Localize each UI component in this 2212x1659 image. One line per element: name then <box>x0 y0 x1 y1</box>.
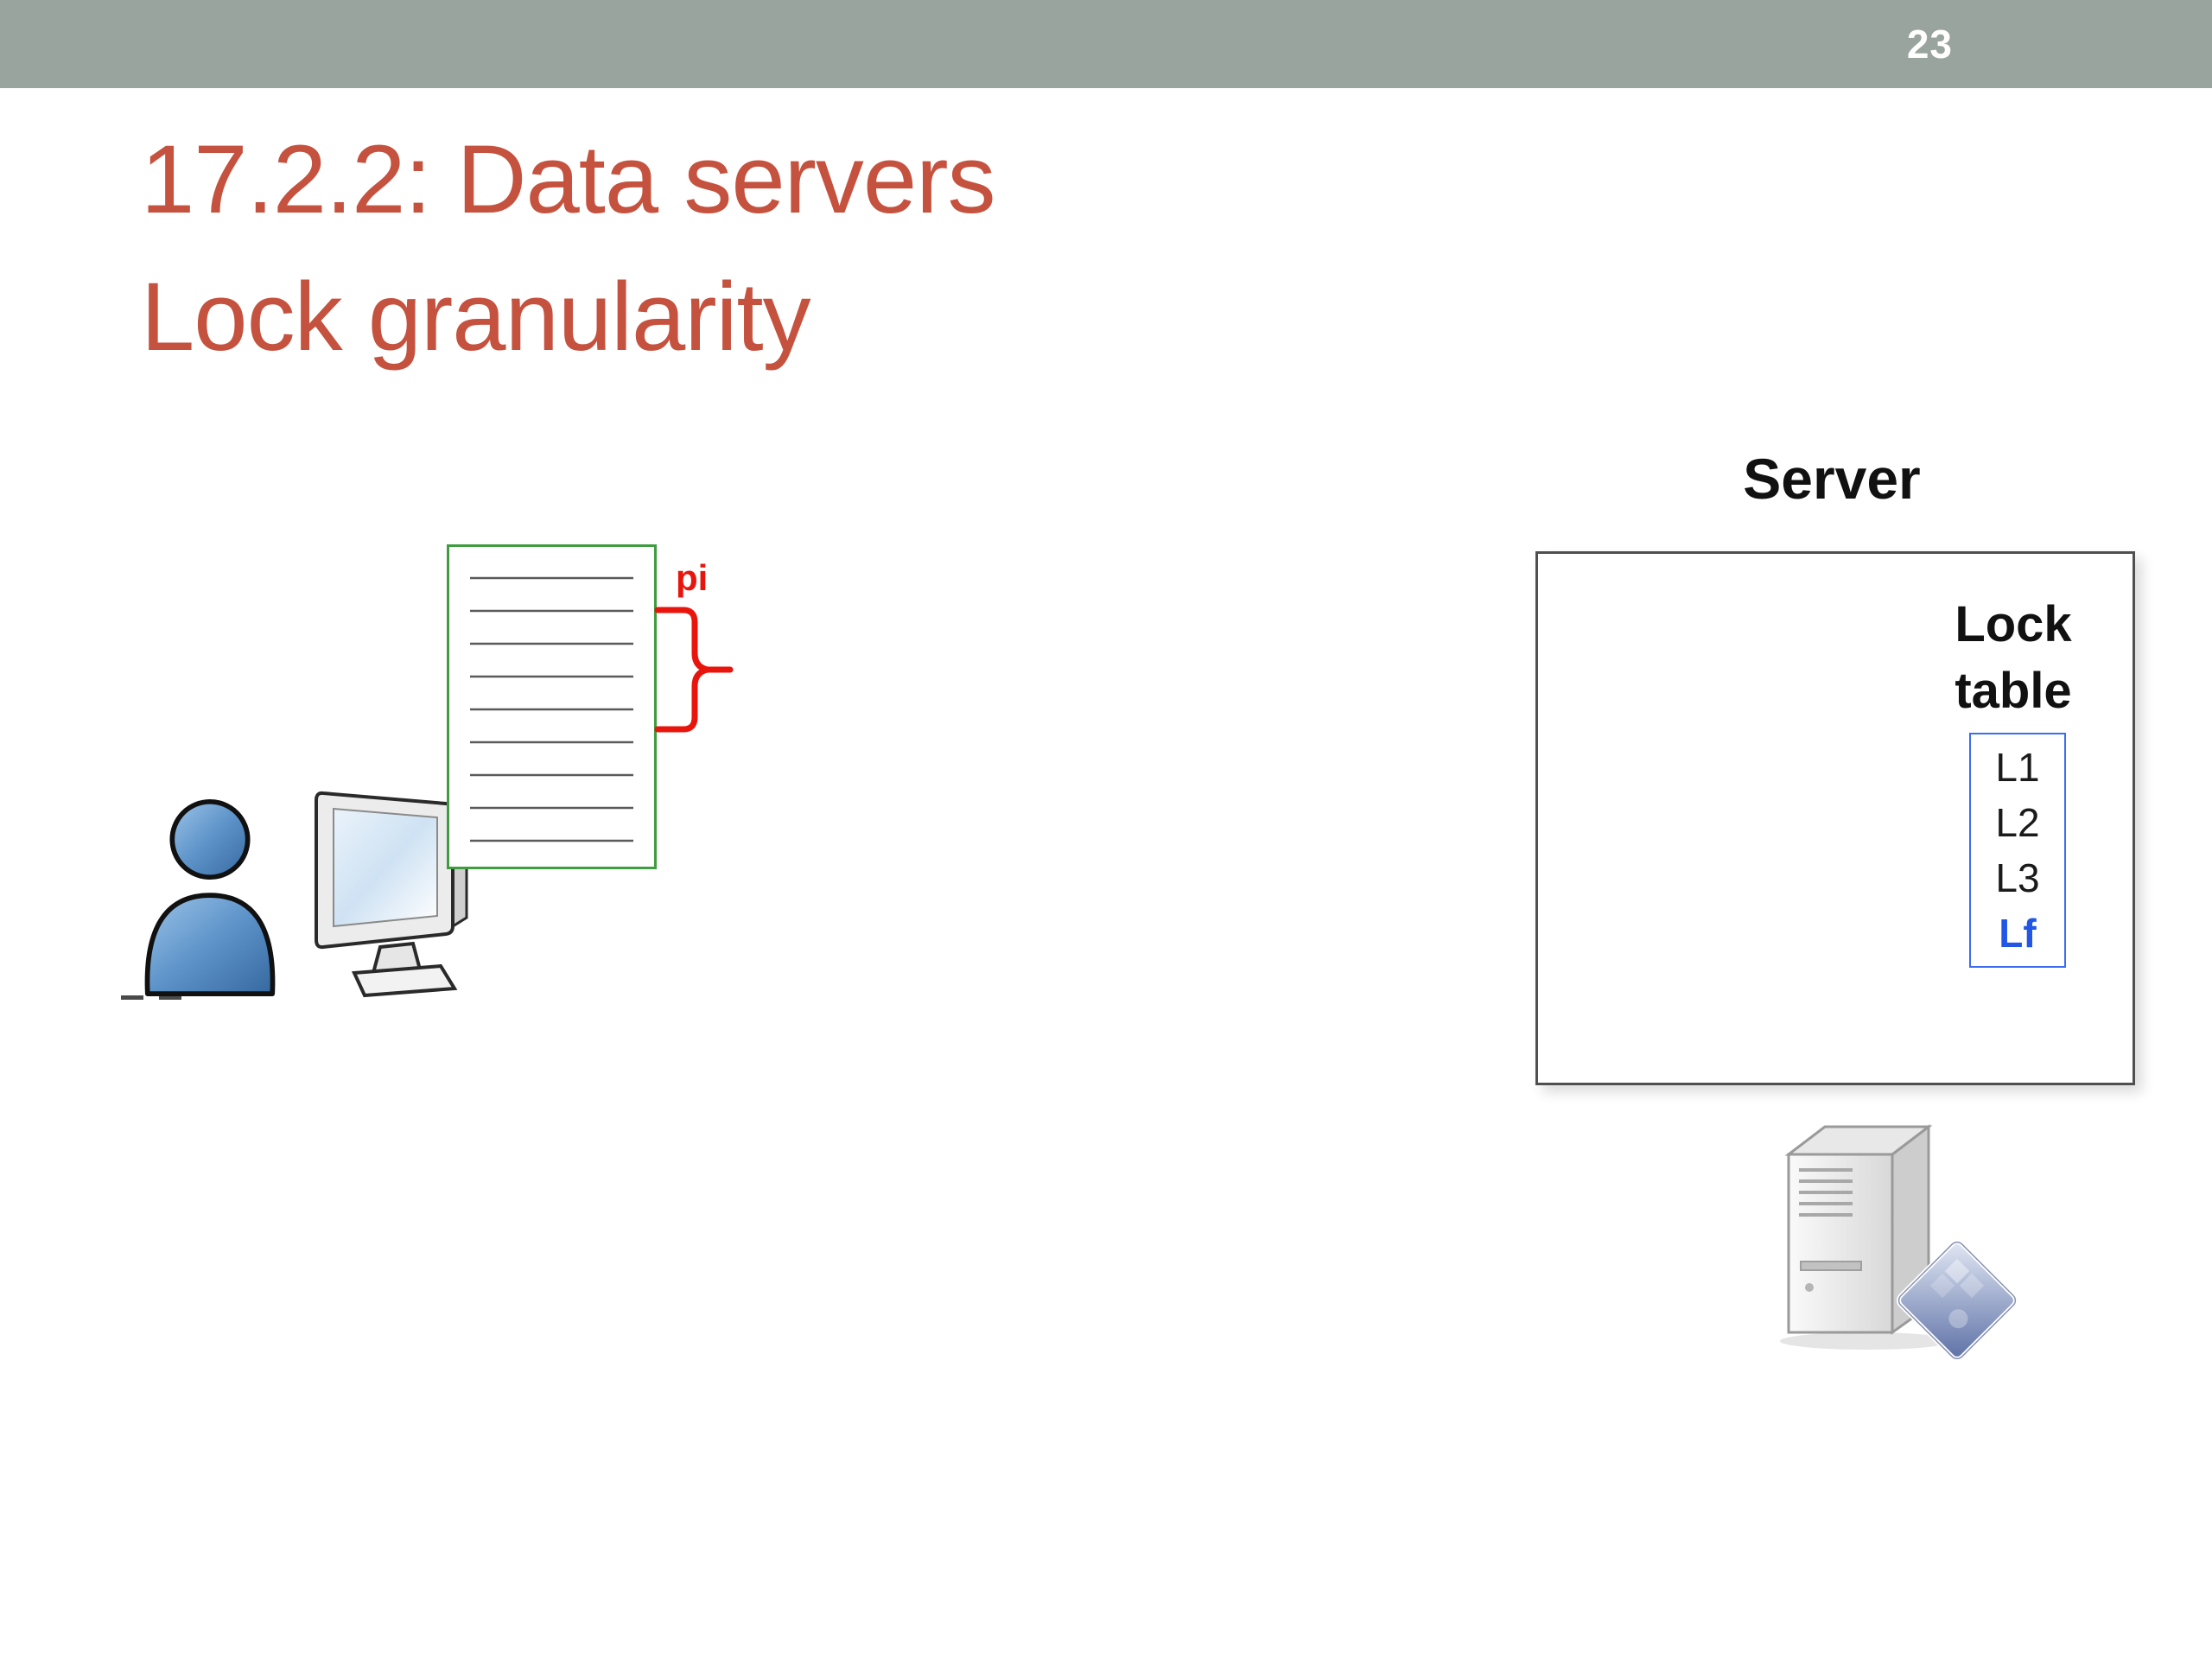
curly-brace-shape <box>654 607 734 733</box>
lock-table-line-2: table <box>1955 662 2072 719</box>
lock-table: L1 L2 L3 Lf <box>1969 733 2066 968</box>
lined-document-icon <box>447 544 657 869</box>
pi-label: pi <box>676 557 709 598</box>
server-tower-icon <box>1780 1123 2018 1361</box>
title-line-2: Lock granularity <box>141 263 811 372</box>
lock-entry-l3: L3 <box>1995 855 2040 900</box>
lock-table-line-1: Lock <box>1955 596 2072 652</box>
person-icon <box>144 798 276 996</box>
document-lines <box>470 576 633 842</box>
lock-table-label: Lock table <box>1910 592 2117 724</box>
lock-entry-l1: L1 <box>1995 745 2040 790</box>
lock-entry-l2: L2 <box>1995 800 2040 845</box>
curly-brace-icon <box>654 603 734 738</box>
lock-entry-lf: Lf <box>1999 911 2037 956</box>
server-label: Server <box>1743 447 1921 511</box>
server-box: Lock table L1 L2 L3 Lf <box>1535 551 2135 1085</box>
slide-title: 17.2.2: Data servers Lock granularity <box>141 111 995 385</box>
header-bar: 23 <box>0 0 2212 88</box>
page-number: 23 <box>1906 22 1953 67</box>
title-line-1: 17.2.2: Data servers <box>141 125 995 233</box>
diamond-picture-icon <box>1897 1240 2018 1361</box>
stray-marks <box>121 995 207 1001</box>
